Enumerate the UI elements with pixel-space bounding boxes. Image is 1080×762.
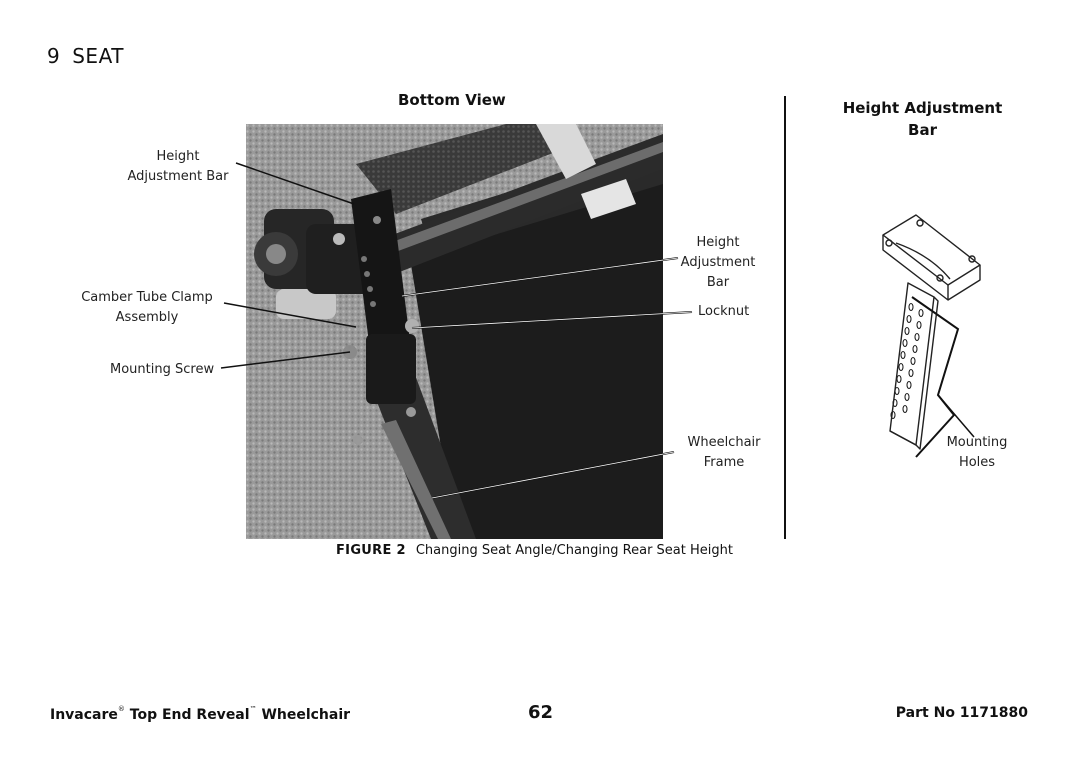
mounting-hole (896, 374, 902, 384)
mounting-hole (904, 392, 910, 402)
bar-bracket-side (882, 235, 949, 301)
bar-bracket-edge (947, 265, 981, 301)
callout-line: Holes (958, 455, 996, 470)
callout-line: Adjustment (680, 255, 756, 270)
mounting-hole (902, 404, 908, 414)
mounting-hole (912, 344, 918, 354)
footer-product: Top End Reveal (129, 707, 250, 723)
mounting-hole (904, 326, 910, 336)
section-number: 9 (47, 44, 61, 68)
bracket-hole (916, 219, 924, 227)
bracket-hole (936, 274, 944, 282)
callout-line: Assembly (115, 310, 179, 325)
mounting-hole (916, 320, 922, 330)
callout-mounting-holes: Mounting Holes (936, 433, 1018, 473)
mounting-hole (890, 410, 896, 420)
callout-height-adjustment-bar-left: Height Adjustment Bar (120, 147, 236, 187)
bottom-view-title: Bottom View (398, 91, 506, 109)
mounting-hole (908, 368, 914, 378)
mounting-hole (910, 356, 916, 366)
mounting-hole (918, 308, 924, 318)
callout-line: Height (156, 149, 200, 164)
callout-line: Camber Tube Clamp (81, 290, 213, 305)
mounting-hole (906, 314, 912, 324)
callout-line: Frame (703, 455, 745, 470)
footer-product-name: Invacare® Top End Reveal™ Wheelchair (50, 705, 350, 723)
callout-line: Mounting (946, 435, 1008, 450)
callout-line: Wheelchair (687, 435, 761, 450)
page-number: 62 (528, 702, 554, 723)
side-title-line1: Height Adjustment (842, 99, 1003, 117)
mounting-hole (894, 386, 900, 396)
bracket-hole (968, 255, 976, 263)
side-title-line2: Bar (908, 121, 937, 139)
mounting-hole (906, 380, 912, 390)
mounting-hole (908, 302, 914, 312)
height-adjustment-bar-drawing (882, 214, 981, 458)
section-title: SEAT (72, 44, 124, 68)
bottom-view-photo (246, 124, 663, 539)
bar-post-bottom (889, 430, 917, 446)
photo-illustration (246, 124, 663, 539)
figure-label: FIGURE 2 (336, 543, 406, 558)
mounting-hole (892, 398, 898, 408)
callout-height-adjustment-bar-right: Height Adjustment Bar (676, 233, 760, 293)
trademark-mark: ™ (249, 705, 257, 713)
bar-post-side (915, 296, 939, 450)
footer-product-suffix: Wheelchair (261, 707, 351, 723)
mounting-hole (900, 350, 906, 360)
callout-wheelchair-frame: Wheelchair Frame (682, 433, 766, 473)
callout-locknut: Locknut (698, 304, 750, 319)
bar-bracket-curve (895, 242, 951, 280)
bar-bracket (882, 214, 981, 286)
callout-line: Adjustment Bar (127, 169, 229, 184)
mounting-hole (914, 332, 920, 342)
mounting-hole (898, 362, 904, 372)
part-number: Part No 1171880 (895, 705, 1028, 721)
figure-caption: FIGURE 2 Changing Seat Angle/Changing Rea… (336, 543, 733, 558)
mounting-holes-leader (937, 394, 975, 438)
callout-line: Height (696, 235, 740, 250)
mounting-hole (902, 338, 908, 348)
height-adjustment-bar-title: Height Adjustment Bar (820, 97, 1025, 141)
callout-line: Bar (706, 275, 730, 290)
figure-caption-text: Changing Seat Angle/Changing Rear Seat H… (415, 543, 733, 558)
vertical-divider (784, 96, 786, 539)
section-heading: 9 SEAT (47, 44, 124, 68)
callout-camber-tube-clamp: Camber Tube Clamp Assembly (74, 288, 220, 328)
registered-mark: ® (117, 705, 125, 713)
footer-brand: Invacare (50, 707, 118, 723)
callout-mounting-screw: Mounting Screw (110, 362, 215, 377)
bracket-hole (885, 239, 893, 247)
